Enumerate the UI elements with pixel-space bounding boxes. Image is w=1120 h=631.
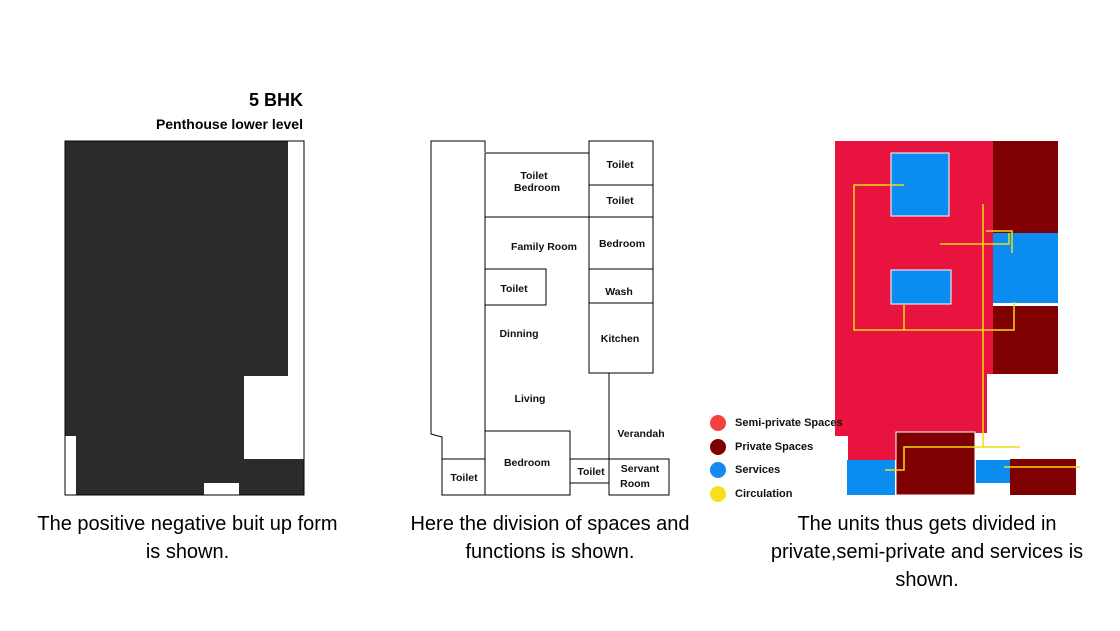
label-family-room: Family Room [511, 241, 577, 253]
legend-item-circulation: Circulation [710, 485, 792, 503]
legend-dot-semi-private [710, 415, 726, 431]
room-toilet-bottom-left [441, 458, 486, 496]
caption-right: The units thus gets divided in private,s… [770, 513, 1084, 591]
caption-left: The positive negative buit up form is sh… [37, 513, 338, 563]
label-toilet-bottom-left: Toilet [450, 472, 478, 484]
label-servant-line2: Room [620, 478, 650, 490]
label-servant-line1: Servant [621, 463, 660, 475]
legend-label-circulation: Circulation [735, 488, 793, 500]
floor-plan-diagram [430, 140, 670, 496]
label-toilet-bedroom-line1: Toilet [520, 170, 548, 182]
label-toilet-2: Toilet [606, 195, 634, 207]
zone-private-mid-right [993, 306, 1058, 374]
zone-services-bottom-mid [976, 460, 1013, 483]
legend-item-semi-private: Semi-private Spaces [710, 414, 843, 432]
circulation-loop [853, 184, 1015, 331]
label-toilet-1: Toilet [606, 159, 634, 171]
label-dinning: Dinning [499, 328, 538, 340]
legend-label-services: Services [735, 464, 781, 476]
zone-private-bottom-right [1010, 459, 1076, 495]
label-toilet-mid: Toilet [500, 283, 528, 295]
label-bedroom-bottom: Bedroom [504, 457, 550, 469]
legend-item-services: Services [710, 461, 780, 479]
label-bedroom-right: Bedroom [599, 238, 645, 250]
legend-dot-private [710, 439, 726, 455]
zone-services-mid [890, 269, 952, 305]
plan-title: 5 BHK [248, 90, 303, 110]
label-living: Living [515, 393, 546, 405]
circulation-lines [853, 184, 1080, 471]
label-wash: Wash [605, 286, 633, 298]
room-kitchen [588, 302, 654, 374]
legend-label-semi-private: Semi-private Spaces [735, 417, 843, 429]
room-toilet-mid [484, 268, 547, 306]
room-labels: Toilet Bedroom Toilet Toilet Family Room… [450, 159, 664, 490]
legend-dot-services [710, 462, 726, 478]
diagram-frame [64, 140, 305, 496]
plan-subtitle: Penthouse lower level [155, 116, 303, 132]
caption-middle: Here the division of spaces and function… [410, 513, 690, 563]
circulation-link-top [940, 233, 1010, 245]
room-servant [608, 458, 670, 496]
void-right-court [244, 376, 304, 459]
zone-private-top-right [993, 141, 1058, 233]
circulation-link-services [986, 230, 1013, 253]
legend-label-private: Private Spaces [735, 441, 814, 453]
zone-private-bottom [895, 431, 976, 496]
label-toilet-bottom-right: Toilet [577, 466, 605, 478]
positive-negative-diagram [64, 140, 305, 496]
zone-services-bottom-left [847, 460, 895, 495]
plan-outline-left [430, 140, 486, 459]
legend-dot-circulation [710, 486, 726, 502]
legend-item-private: Private Spaces [710, 438, 813, 456]
void-bottom-notch [204, 483, 239, 495]
void-left-notch [65, 436, 76, 495]
circulation-bottom [885, 446, 1020, 471]
label-verandah: Verandah [617, 428, 664, 440]
zoning-diagram [835, 141, 1080, 496]
label-toilet-bedroom-line2: Bedroom [514, 182, 560, 194]
label-kitchen: Kitchen [601, 333, 640, 345]
